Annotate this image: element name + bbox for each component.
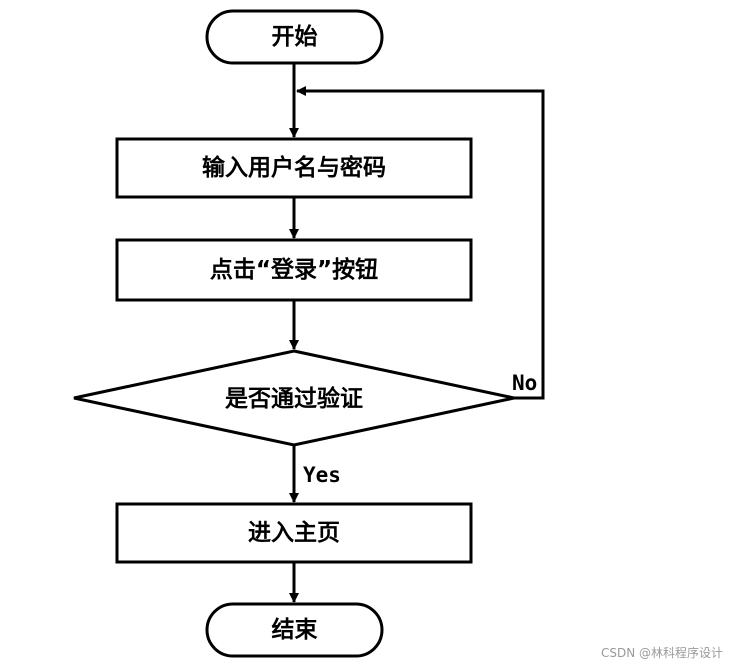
yes-label: Yes [303, 463, 341, 487]
no-label: No [512, 371, 537, 395]
watermark: CSDN @林科程序设计 [600, 646, 723, 660]
end-node: 结束 [205, 602, 384, 658]
start-label: 开始 [272, 23, 318, 50]
decision-label: 是否通过验证 [225, 385, 363, 412]
input-credentials-node: 输入用户名与密码 [115, 137, 473, 199]
enter-home-node: 进入主页 [115, 502, 473, 564]
enter-home-label: 进入主页 [248, 520, 340, 546]
click-login-node: 点击“登录”按钮 [115, 238, 473, 302]
end-label: 结束 [272, 617, 319, 643]
decision-node: 是否通过验证 [73, 349, 515, 447]
arrow-no-loop [296, 86, 545, 400]
input-credentials-label: 输入用户名与密码 [202, 154, 386, 181]
click-login-label: 点击“登录”按钮 [210, 256, 378, 283]
start-node: 开始 [205, 9, 384, 65]
